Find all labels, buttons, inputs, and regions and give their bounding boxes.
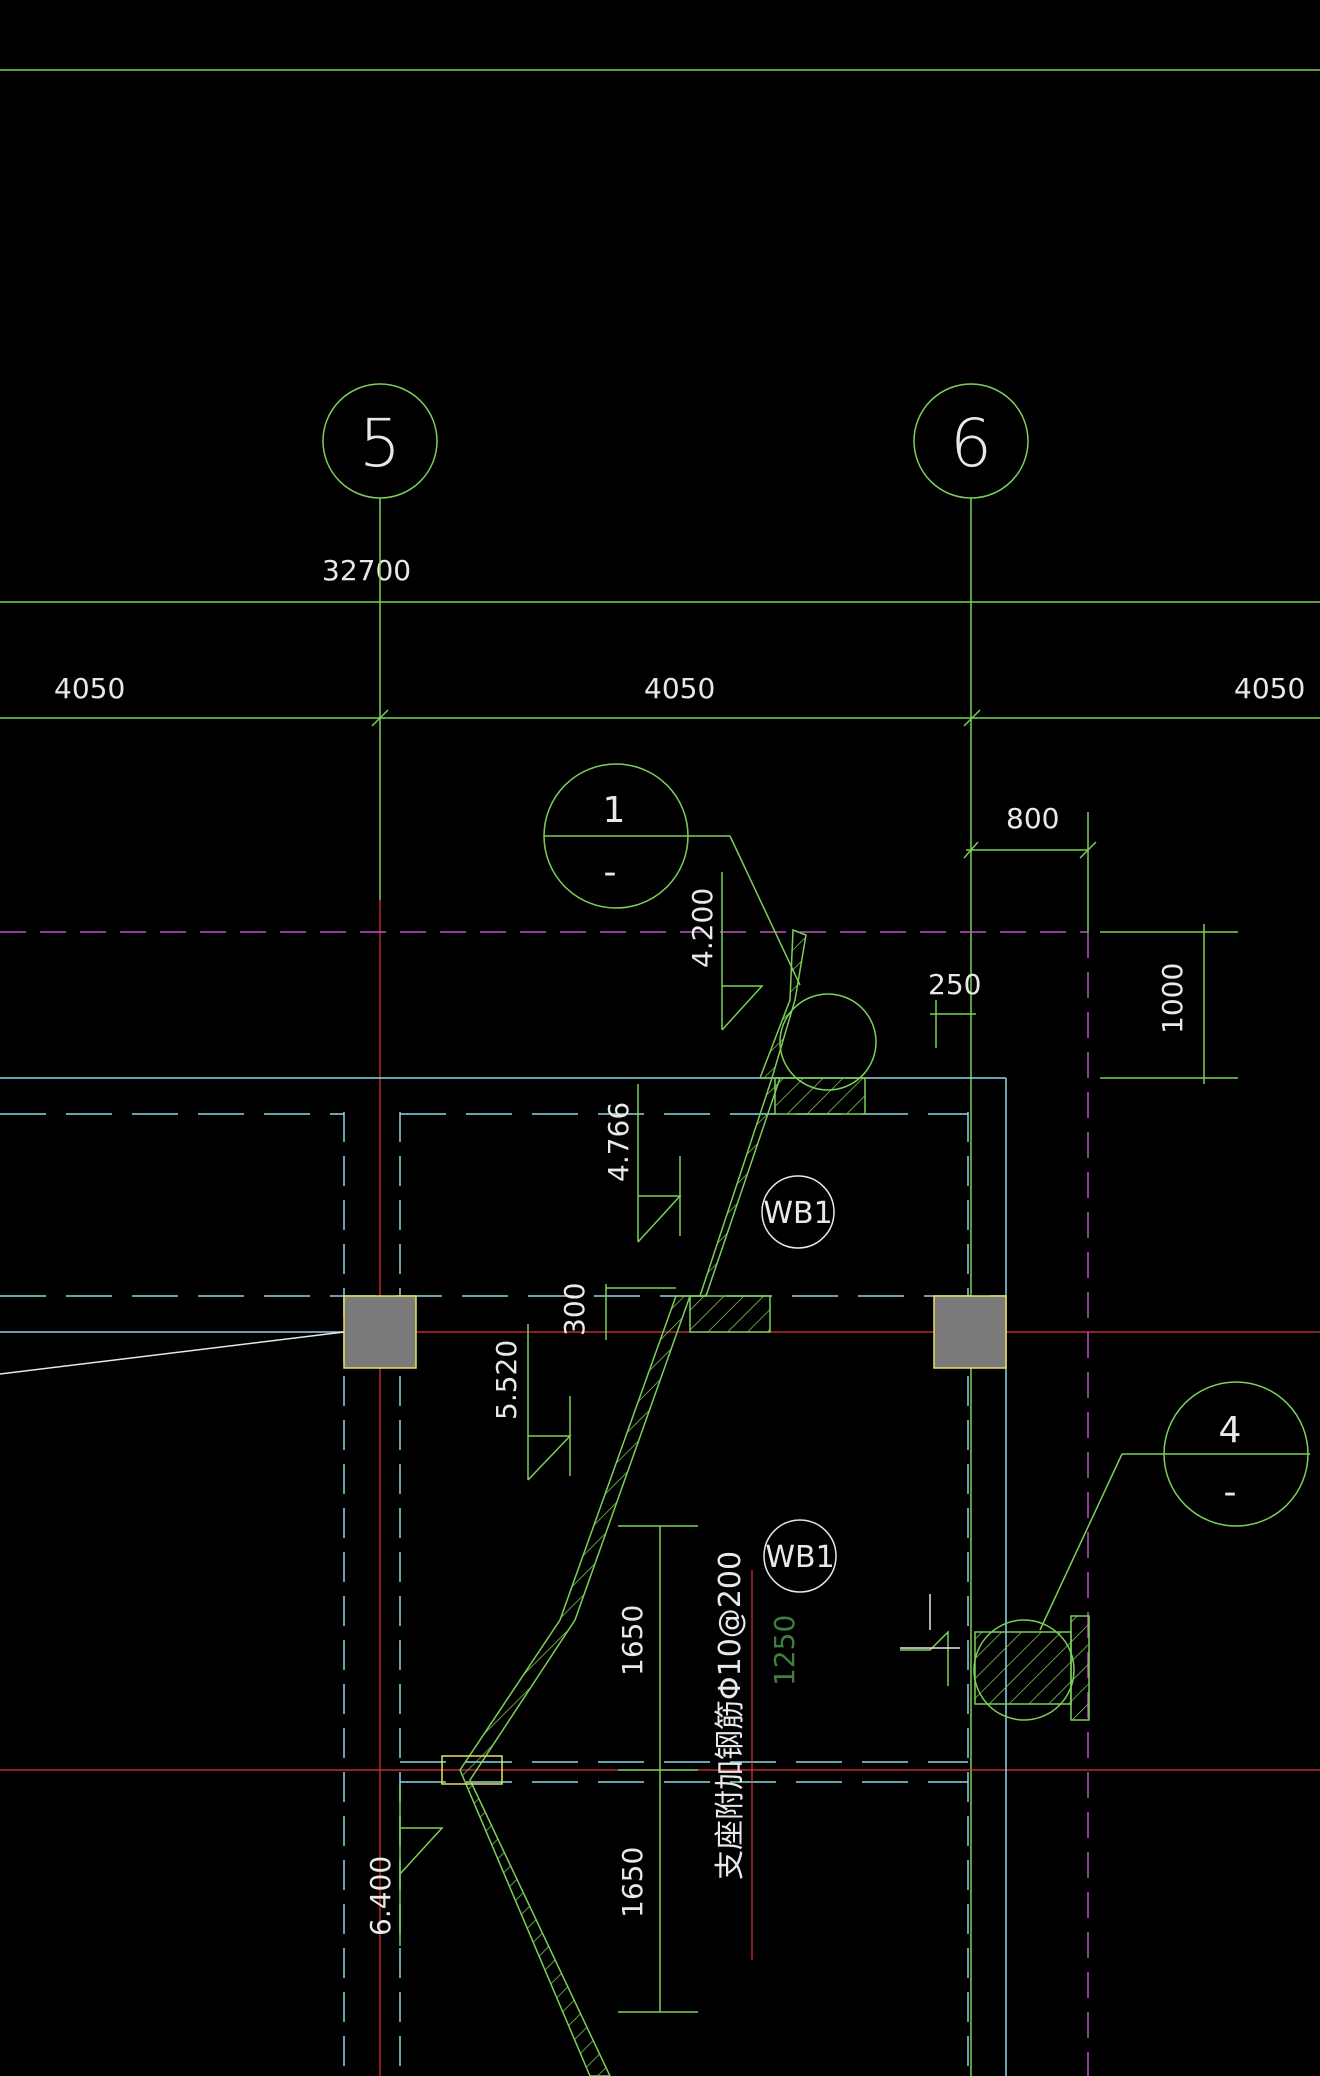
dimension-1650-lower-text: 1650: [616, 1847, 649, 1918]
column-axis-5[interactable]: [343, 1295, 417, 1369]
bay-dimension-line: 4050 4050 4050: [0, 672, 1320, 727]
dimension-1000: 1000: [1100, 924, 1238, 1084]
elevation-marker-4766: 4.766: [602, 1084, 682, 1243]
column-axis-6[interactable]: [933, 1295, 1007, 1369]
dimension-1250-text: 1250: [768, 1615, 801, 1686]
dimension-800: 800: [963, 802, 1097, 932]
section-marker-4-number: 4: [1219, 1410, 1242, 1451]
wall-outline: [0, 1077, 1007, 2076]
slab-tag-wb1-upper-text: WB1: [763, 1196, 832, 1231]
overall-dimension-text: 32700: [322, 554, 411, 587]
axis-6[interactable]: 6: [913, 383, 1029, 2076]
dimension-300-text: 300: [558, 1283, 591, 1336]
slab-tag-wb1-lower-text: WB1: [765, 1540, 834, 1575]
dimension-800-text: 800: [1006, 802, 1059, 835]
dimension-250: 250: [928, 968, 981, 1048]
dimension-300: 300: [558, 1283, 676, 1340]
elevation-6400-text: 6.400: [364, 1856, 397, 1936]
elevation-marker-4200: 4.200: [686, 872, 764, 1031]
elevation-4200-text: 4.200: [686, 888, 719, 968]
slab-tag-wb1-lower[interactable]: WB1: [763, 1519, 837, 1593]
elevation-5520-text: 5.520: [490, 1340, 523, 1420]
slab-profile[interactable]: [441, 928, 866, 2076]
dimension-1650-upper-text: 1650: [616, 1605, 649, 1676]
reinforcement-note: 支座附加钢筋Φ10@200 1250: [713, 1551, 801, 1960]
axis-5-label: 5: [359, 405, 401, 482]
roof-boundary-line: [0, 931, 1089, 2076]
elevation-marker-5520: 5.520: [490, 1324, 572, 1481]
overall-dimension-line: 32700: [0, 554, 1320, 603]
bay-dimension-middle: 4050: [644, 672, 715, 705]
reinforcement-note-text: 支座附加钢筋Φ10@200: [713, 1551, 748, 1880]
axis-5[interactable]: 5: [322, 383, 438, 2076]
section-marker-1[interactable]: 1 -: [543, 763, 877, 1091]
dimension-1000-text: 1000: [1156, 963, 1189, 1034]
bay-dimension-left: 4050: [54, 672, 125, 705]
section-marker-1-sheet: -: [604, 852, 617, 893]
section-marker-4[interactable]: 4 -: [973, 1381, 1310, 1721]
axis-6-label: 6: [950, 405, 992, 482]
section-marker-1-number: 1: [603, 790, 626, 831]
bay-dimension-right: 4050: [1234, 672, 1305, 705]
elevation-4766-text: 4.766: [602, 1102, 635, 1182]
support-symbol: [900, 1594, 960, 1686]
elevation-marker-6400: 6.400: [364, 1784, 444, 1946]
leader-line-left: [0, 1331, 345, 1375]
dimension-250-text: 250: [928, 968, 981, 1001]
dimension-1650-pair: 1650 1650: [616, 1525, 698, 2013]
slab-tag-wb1-upper[interactable]: WB1: [761, 1175, 835, 1249]
section-marker-4-sheet: -: [1224, 1472, 1237, 1513]
